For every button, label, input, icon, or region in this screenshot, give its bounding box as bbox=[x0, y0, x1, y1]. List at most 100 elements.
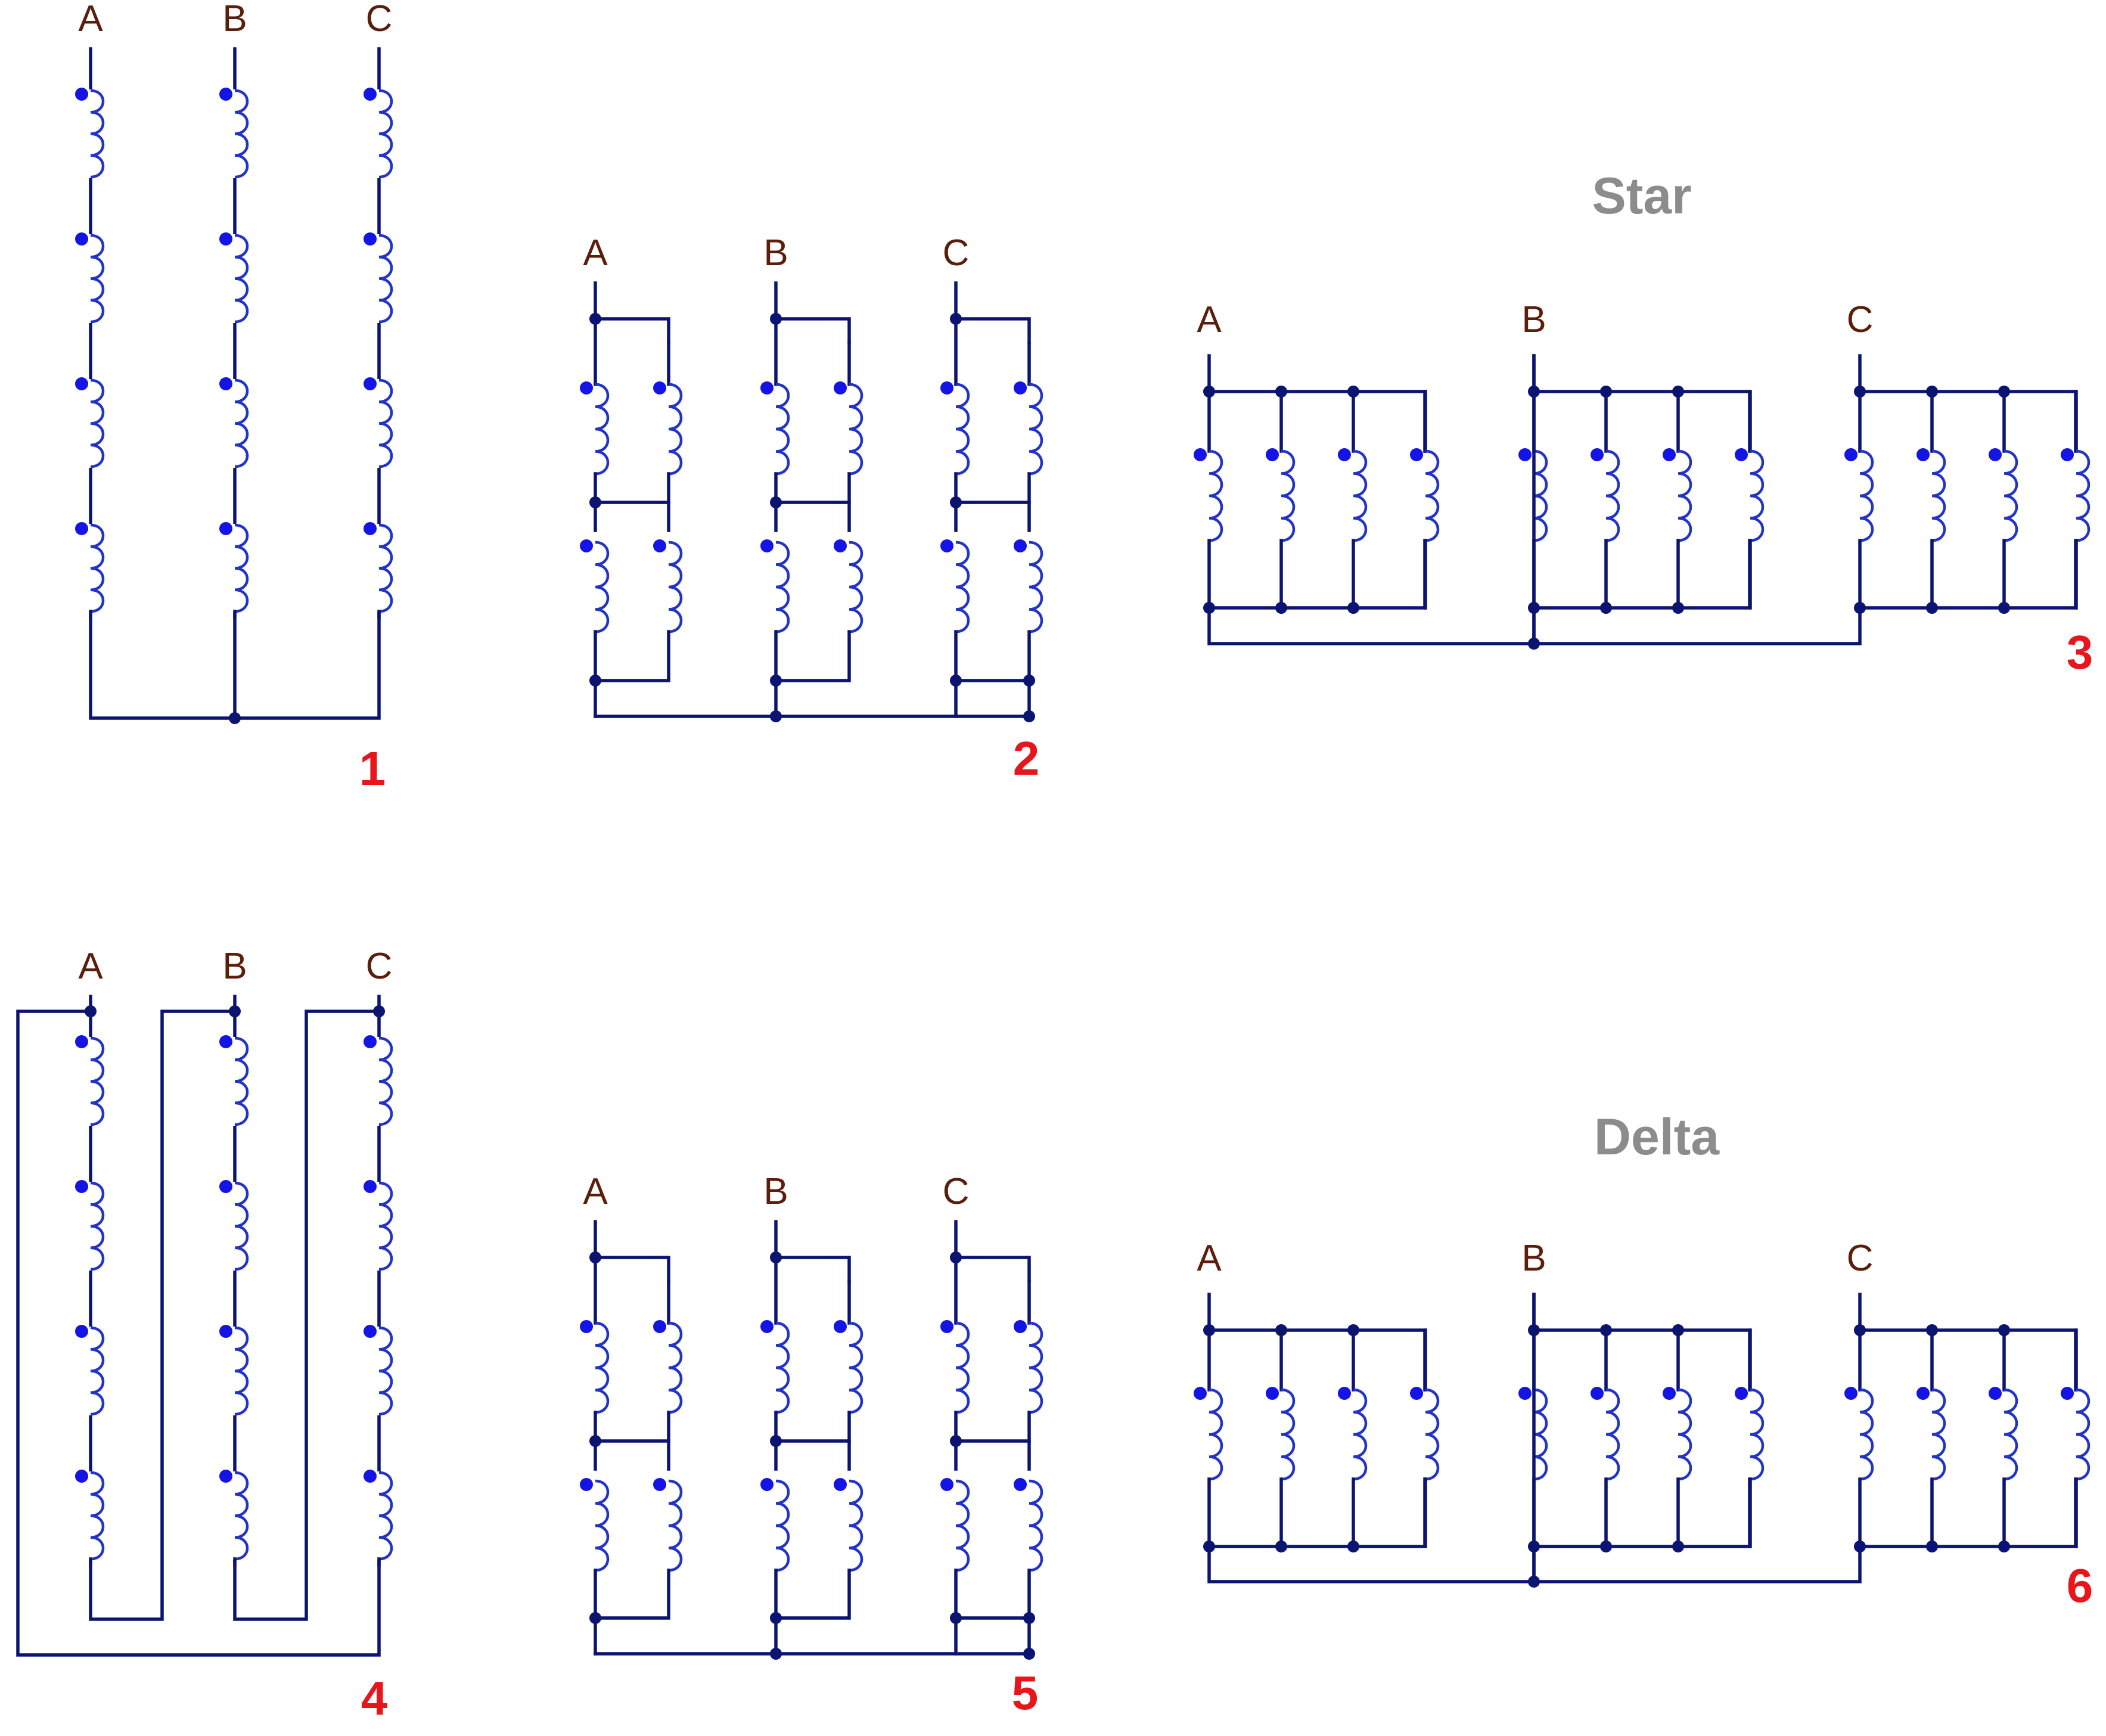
diagram-number: 2 bbox=[1013, 732, 1040, 785]
polarity-dot bbox=[219, 377, 232, 390]
wire bbox=[1532, 1328, 1751, 1392]
polarity-dot bbox=[75, 88, 88, 101]
winding-coil bbox=[775, 1321, 790, 1414]
winding-coil bbox=[1678, 449, 1692, 542]
polarity-dot bbox=[653, 539, 666, 552]
polarity-dot bbox=[580, 381, 593, 395]
winding-coil bbox=[234, 1036, 249, 1126]
polarity-dot bbox=[1266, 1387, 1279, 1400]
winding-coil bbox=[2076, 449, 2091, 542]
polarity-dot bbox=[1735, 1387, 1748, 1400]
polarity-dot bbox=[940, 1320, 953, 1333]
phase-label-a: A bbox=[78, 0, 103, 39]
polarity-dot bbox=[1844, 448, 1857, 461]
winding-coil bbox=[378, 378, 393, 468]
winding-coil bbox=[1209, 449, 1223, 542]
winding-coil bbox=[1281, 449, 1296, 542]
polarity-dot bbox=[1014, 381, 1027, 395]
wire bbox=[1207, 539, 1427, 610]
phase-label-a: A bbox=[78, 946, 103, 987]
delta-link-bc bbox=[233, 1010, 381, 1621]
phase-label-c: C bbox=[943, 1171, 970, 1212]
phase-label-c: C bbox=[943, 232, 970, 274]
polarity-dot bbox=[580, 539, 593, 552]
polarity-dot bbox=[834, 1320, 847, 1333]
winding-coil bbox=[849, 541, 863, 633]
junction-dot bbox=[1672, 602, 1684, 614]
junction-dot bbox=[1926, 602, 1938, 614]
junction-dot bbox=[1672, 1541, 1684, 1552]
phase-label-b: B bbox=[763, 232, 788, 274]
winding-coil bbox=[234, 1471, 249, 1561]
polarity-dot bbox=[364, 377, 377, 390]
wire bbox=[1207, 1477, 1427, 1548]
winding-coil bbox=[378, 89, 393, 179]
phase-label-b: B bbox=[1521, 299, 1546, 340]
winding-coil bbox=[1533, 1388, 1548, 1481]
phase-label-c: C bbox=[366, 0, 393, 39]
winding-coil bbox=[90, 1326, 105, 1416]
polarity-dot bbox=[653, 381, 666, 395]
wire bbox=[1207, 1328, 1427, 1392]
winding-coil bbox=[378, 1181, 393, 1271]
polarity-dot bbox=[75, 377, 88, 390]
junction-dot bbox=[1998, 602, 2010, 614]
polarity-dot bbox=[219, 1035, 232, 1048]
winding-coil bbox=[1533, 449, 1548, 542]
phase-label-b: B bbox=[763, 1171, 788, 1212]
junction-dot bbox=[589, 675, 601, 687]
winding-coil bbox=[1678, 1388, 1692, 1481]
polarity-dot bbox=[760, 539, 774, 552]
diagram-number: 5 bbox=[1012, 1666, 1039, 1719]
polarity-dot bbox=[2061, 1387, 2074, 1400]
junction-dot bbox=[1600, 602, 1612, 614]
junction-dot bbox=[1347, 602, 1359, 614]
winding-coil bbox=[595, 541, 610, 633]
polarity-dot bbox=[940, 539, 953, 552]
winding-coil bbox=[1029, 1479, 1043, 1572]
junction-dot bbox=[1528, 1576, 1540, 1588]
wire bbox=[774, 1569, 851, 1620]
winding-coil bbox=[1029, 541, 1043, 633]
winding-coil bbox=[668, 383, 683, 476]
winding-coil bbox=[378, 1326, 393, 1416]
winding-coil bbox=[378, 1036, 393, 1126]
winding-coil bbox=[1605, 449, 1620, 542]
polarity-dot bbox=[1194, 448, 1207, 461]
winding-coil bbox=[1281, 1388, 1296, 1481]
wire bbox=[774, 630, 851, 682]
winding-coil bbox=[595, 383, 610, 476]
polarity-dot bbox=[760, 1320, 774, 1333]
polarity-dot bbox=[219, 232, 232, 246]
winding-coil bbox=[90, 1471, 105, 1561]
polarity-dot bbox=[1338, 1387, 1351, 1400]
winding-coil bbox=[1931, 1388, 1946, 1481]
wire bbox=[954, 1569, 1031, 1620]
wire bbox=[954, 1256, 1031, 1283]
winding-coil bbox=[234, 523, 249, 613]
winding-coil bbox=[1425, 449, 1440, 542]
polarity-dot bbox=[75, 522, 88, 535]
winding-coil bbox=[378, 523, 393, 613]
wire bbox=[774, 317, 851, 344]
winding-coil bbox=[234, 1326, 249, 1416]
polarity-dot bbox=[580, 1320, 593, 1333]
winding-coil bbox=[775, 1479, 790, 1572]
section-title-star: Star bbox=[1592, 167, 1691, 225]
polarity-dot bbox=[940, 381, 953, 395]
winding-coil bbox=[1425, 1388, 1440, 1481]
polarity-dot bbox=[1338, 448, 1351, 461]
polarity-dot bbox=[580, 1478, 593, 1491]
winding-coil bbox=[90, 89, 105, 179]
wire bbox=[1858, 1477, 2077, 1548]
junction-dot bbox=[1528, 638, 1540, 650]
winding-coil bbox=[595, 1321, 610, 1414]
winding-coil bbox=[1750, 449, 1765, 542]
polarity-dot bbox=[653, 1478, 666, 1491]
phase-label-c: C bbox=[366, 946, 393, 987]
wire bbox=[774, 1256, 851, 1283]
polarity-dot bbox=[75, 232, 88, 246]
polarity-dot bbox=[75, 1470, 88, 1483]
